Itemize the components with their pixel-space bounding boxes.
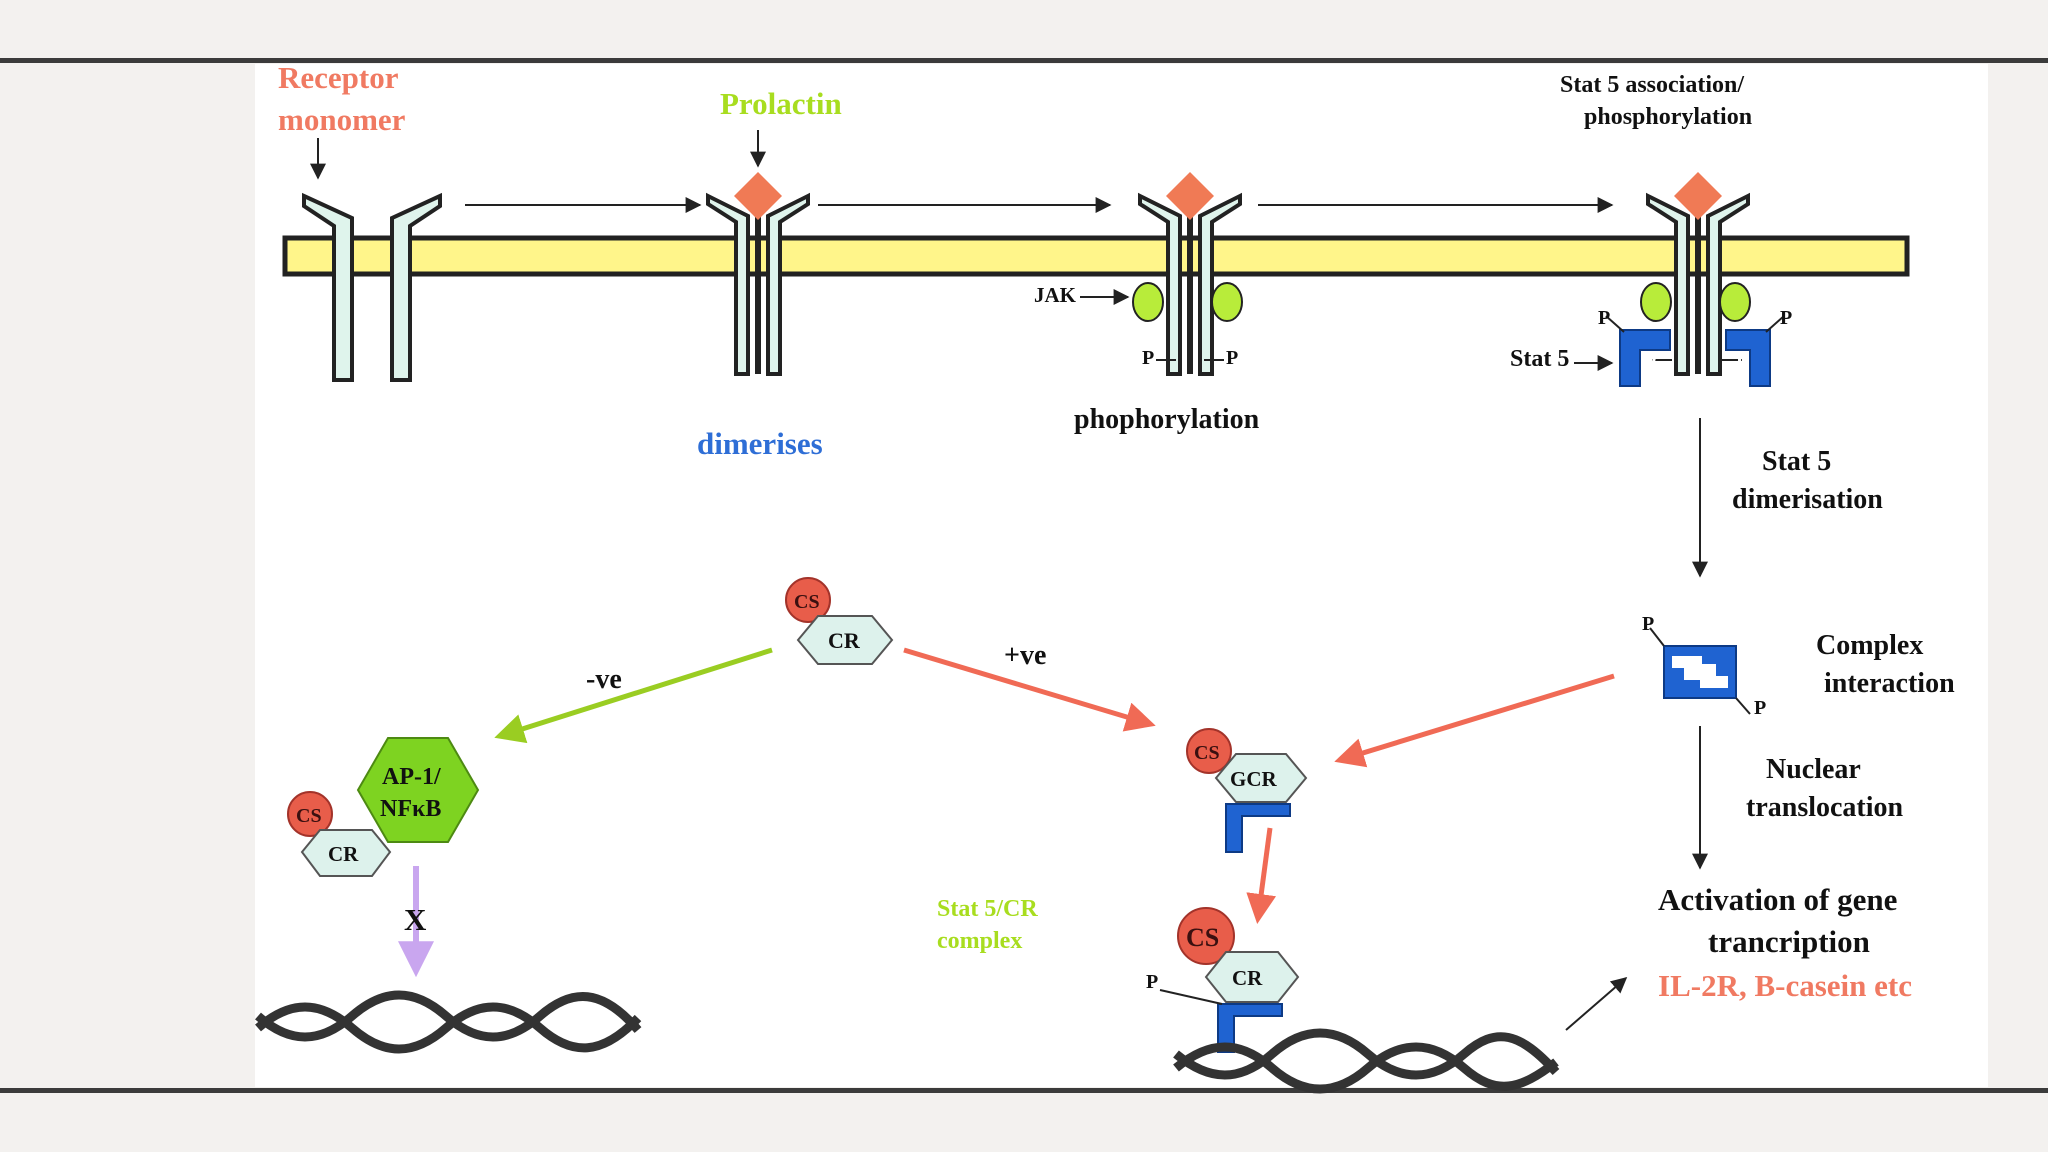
prolactin-ligand-2: [1166, 172, 1214, 220]
cs-label-center: CS: [794, 591, 820, 613]
arrow-activation: [1565, 976, 1628, 1031]
stat5-label: Stat 5: [1510, 346, 1569, 372]
stat5-dna: [1217, 1003, 1283, 1053]
p-label-1: P: [1142, 347, 1154, 369]
p-label-8: P: [1754, 697, 1766, 719]
cs-label-dna: CS: [1186, 923, 1219, 952]
p-label-3: P: [1598, 307, 1610, 329]
gcr-label: GCR: [1230, 767, 1278, 791]
activation-label-1: Activation of gene: [1658, 882, 1897, 917]
nuclear-translocation-label-2: translocation: [1746, 792, 1904, 823]
stat5-dimerisation-label-1: Stat 5: [1762, 446, 1831, 477]
stat5-right: [1725, 329, 1771, 387]
p-label-4: P: [1780, 307, 1792, 329]
stat5-cr-complex-label-1: Stat 5/CR: [937, 896, 1038, 922]
top-rule: [0, 58, 2048, 63]
stat5-left: [1619, 329, 1671, 387]
phosphate-tick-dna: [1159, 989, 1223, 1005]
dna-left: [255, 990, 642, 1054]
stat5-dimerisation-label-2: dimerisation: [1732, 484, 1883, 515]
cs-circle-gcr: [1186, 728, 1232, 774]
jak-label: JAK: [1034, 283, 1077, 307]
prolactin-ligand-3: [1674, 172, 1722, 220]
nuclear-translocation-label-1: Nuclear: [1766, 754, 1861, 785]
negative-label: -ve: [586, 664, 622, 695]
p-label-5: P: [1644, 351, 1656, 373]
phosphate-tick-dimer-2: [1735, 697, 1751, 715]
cs-circle-left: [287, 791, 333, 837]
receptor-dimer: [706, 192, 810, 376]
cr-label-dna: CR: [1232, 966, 1263, 990]
negative-arrow: [494, 647, 773, 744]
ap1-label-2: NFκB: [380, 796, 441, 822]
blocked-label: X: [404, 902, 427, 937]
receptor-monomer-right: [390, 192, 442, 382]
ap1-nfkb-hexagon: [356, 737, 480, 843]
complex-interaction-arrow: [1334, 673, 1615, 768]
activation-label-2: trancription: [1708, 924, 1870, 959]
phosphate-tick-dimer-1: [1649, 627, 1665, 647]
p-label-2: P: [1226, 347, 1238, 369]
cr-hexagon-left: [300, 829, 392, 877]
complex-interaction-label-1: Complex: [1816, 630, 1923, 661]
p-label-7: P: [1642, 613, 1654, 635]
cs-label-gcr: CS: [1194, 742, 1220, 764]
cs-circle-center: [785, 577, 831, 623]
receptor-dimer-jak: [1138, 192, 1242, 376]
complex-interaction-label-2: interaction: [1824, 668, 1955, 699]
cs-label-left: CS: [296, 805, 322, 827]
arrow-to-dna: [1246, 827, 1277, 924]
stat5-dimer: [1663, 645, 1737, 699]
stat5-gcr: [1225, 803, 1291, 853]
p-label-9: P: [1146, 971, 1158, 993]
prolactin-ligand: [734, 172, 782, 220]
dna-middle: [1173, 1028, 1560, 1094]
stat5-association-label-1: Stat 5 association/: [1560, 72, 1744, 98]
dimerises-label: dimerises: [697, 426, 823, 461]
jak-right: [1211, 282, 1243, 322]
cell-membrane: [282, 235, 1910, 277]
phosphate-ticks: [1156, 315, 1785, 361]
stat5-cr-complex-label-2: complex: [937, 928, 1022, 954]
prolactin-label: Prolactin: [720, 86, 842, 121]
receptor-monomer-label-1: Receptor: [278, 60, 399, 95]
receptor-dimer-stat5: [1646, 192, 1750, 376]
gcr-hexagon: [1214, 753, 1308, 803]
positive-label: +ve: [1004, 640, 1046, 671]
bottom-rule: [0, 1088, 2048, 1093]
receptor-monomer-left: [302, 192, 354, 382]
jak-left: [1132, 282, 1164, 322]
stat5-association-label-2: phosphorylation: [1584, 104, 1752, 130]
cr-hexagon-dna: [1204, 951, 1300, 1003]
phosphorylation-label: phophorylation: [1074, 404, 1260, 435]
activation-examples-label: IL-2R, B-casein etc: [1658, 968, 1912, 1003]
jak-right-2: [1719, 282, 1751, 322]
p-label-6: P: [1736, 351, 1748, 373]
cr-hexagon-center: [796, 615, 894, 665]
receptor-monomer-label-2: monomer: [278, 102, 406, 137]
jak-left-2: [1640, 282, 1672, 322]
positive-arrow: [903, 647, 1156, 732]
cs-circle-dna: [1177, 907, 1235, 965]
ap1-label-1: AP-1/: [382, 764, 441, 790]
cr-label-left: CR: [328, 842, 359, 866]
cr-label-center: CR: [828, 628, 861, 653]
